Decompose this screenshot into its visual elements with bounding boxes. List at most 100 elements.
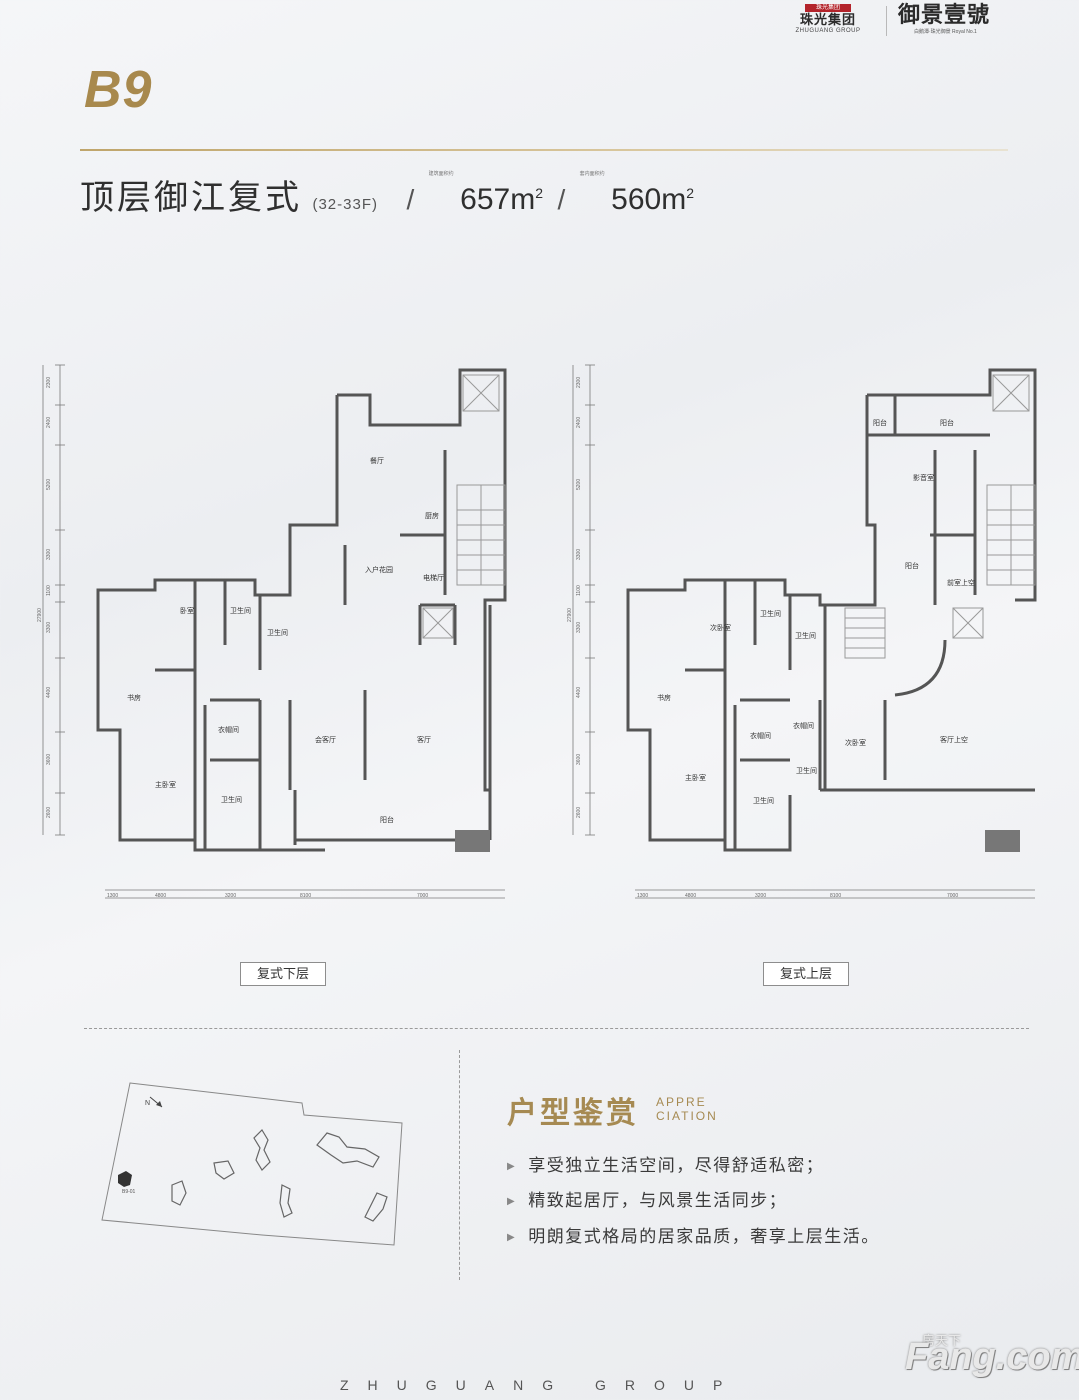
dim-left-3: 3300 (576, 549, 582, 560)
dim-left-4: 1100 (46, 585, 52, 596)
room-labels-lower: 餐厅 厨房 入户花园 电梯厅 卧室 卫生间 卫生间 书房 衣帽间 会客厅 客厅 … (127, 456, 444, 824)
dim-left-4: 1100 (576, 585, 582, 596)
unit-title-row: 顶层御江复式 (32-33F) / 建筑面积约 657m2 / 套内面积约 56… (80, 170, 694, 220)
dim-left-6: 4400 (46, 687, 52, 698)
room-7: 卫生间 (795, 631, 816, 640)
unit-code: B9 (84, 61, 153, 119)
bullet-triangle-icon: ▶ (507, 1161, 517, 1173)
site-map: N B9-01 (101, 1082, 403, 1246)
room-6: 卫生间 (760, 609, 781, 618)
title-rule (80, 149, 1008, 151)
stair-well (844, 607, 886, 659)
dim-bottom-1: 4800 (155, 893, 166, 899)
plan-label-lower: 复式下层 (240, 962, 326, 986)
balcony-column (455, 830, 490, 852)
dashed-divider-horizontal (84, 1028, 1029, 1029)
dim-bottom-1: 4800 (685, 893, 696, 899)
room-3: 电梯厅 (423, 573, 444, 582)
b9-highlight-marker (118, 1171, 132, 1187)
site-map-building-label: B9-01 (122, 1189, 136, 1195)
dimension-labels-left: 2300 2400 5200 3300 1100 3300 4400 3600 … (567, 377, 582, 818)
logo-divider (886, 6, 887, 36)
room-9: 会客厅 (315, 735, 336, 744)
developer-logo-mark: 珠光集团 (805, 4, 851, 12)
dimension-ticks-left (55, 364, 65, 836)
elevator-box-1 (992, 374, 1030, 412)
dimension-labels-bottom: 1300 4800 3200 8100 7000 (637, 893, 958, 899)
room-11: 主卧室 (155, 780, 176, 789)
dim-left-6: 4400 (576, 687, 582, 698)
floor-plan-lower: 2300 2400 5200 3300 1100 3300 4400 3600 … (37, 364, 507, 899)
bullet-triangle-icon: ▶ (507, 1196, 517, 1208)
dashed-divider-vertical (459, 1050, 460, 1280)
room-8: 衣帽间 (218, 725, 239, 734)
room-12: 客厅上空 (940, 735, 968, 744)
dim-bottom-4: 7000 (417, 893, 428, 899)
site-boundary (101, 1082, 403, 1246)
dimension-labels-left: 2300 2400 5200 3300 1100 3300 4400 3600 … (37, 377, 52, 818)
building-footprints (171, 1129, 388, 1222)
room-5: 卫生间 (230, 606, 251, 615)
footer-brand-text: ZHUGUANG GROUP (340, 1377, 742, 1393)
room-13: 阳台 (380, 815, 394, 824)
floor-plan-upper: 2300 2400 5200 3300 1100 3300 4400 3600 … (567, 364, 1037, 899)
room-7: 书房 (127, 693, 141, 702)
dim-left-3: 3300 (46, 549, 52, 560)
room-10: 客厅 (417, 735, 431, 744)
feature-item: ▶精致起居厅，与风景生活同步； (507, 1191, 788, 1210)
dim-left-5: 3300 (576, 622, 582, 633)
room-0: 阳台 (873, 418, 887, 427)
room-10: 衣帽间 (793, 721, 814, 730)
room-4: 卧室 (180, 606, 194, 615)
north-arrow-icon: N (145, 1096, 163, 1108)
room-5: 次卧室 (710, 623, 731, 632)
room-11: 次卧室 (845, 738, 866, 747)
stairs-upper (844, 374, 1036, 659)
project-logo-cn: 御景壹號 (898, 2, 991, 28)
room-12: 卫生间 (221, 795, 242, 804)
elevator-box-2 (422, 607, 454, 639)
dim-left-2: 5200 (576, 479, 582, 490)
area-gross: 657m2 (460, 183, 543, 216)
dim-bottom-0: 1300 (107, 893, 118, 899)
dim-left-0: 2300 (576, 377, 582, 388)
dim-bottom-3: 8100 (830, 893, 841, 899)
area-net: 560m2 (611, 183, 694, 216)
dim-bottom-0: 1300 (637, 893, 648, 899)
area-gross-caption: 建筑面积约 (428, 171, 454, 177)
room-0: 餐厅 (370, 456, 384, 465)
feature-item: ▶明朗复式格局的居家品质，奢享上层生活。 (507, 1227, 880, 1246)
dim-bottom-2: 3200 (755, 893, 766, 899)
developer-logo-en: ZHUGUANG GROUP (795, 28, 861, 34)
dim-bottom-4: 7000 (947, 893, 958, 899)
room-13: 卫生间 (796, 766, 817, 775)
dim-left-7: 3600 (46, 754, 52, 765)
developer-logo: 珠光集团 珠光集团 ZHUGUANG GROUP (782, 4, 874, 38)
walls-lower (96, 368, 507, 852)
room-1: 厨房 (425, 511, 439, 520)
dim-left-7: 3600 (576, 754, 582, 765)
room-labels-upper: 阳台 阳台 影音室 阳台 前室上空 次卧室 卫生间 卫生间 书房 衣帽间 衣帽间… (657, 418, 975, 805)
balcony-column (985, 830, 1020, 852)
room-4: 前室上空 (947, 578, 975, 587)
project-logo-sub: 白鹅潭·珠光御景 Royal No.1 (914, 29, 977, 35)
unit-name: 顶层御江复式 (80, 179, 302, 217)
dim-left-0: 2300 (46, 377, 52, 388)
watermark-cn: 房天下 (922, 1333, 962, 1348)
dim-bottom-2: 3200 (225, 893, 236, 899)
walls-upper (626, 368, 1037, 852)
room-9: 衣帽间 (750, 731, 771, 740)
room-14: 主卧室 (685, 773, 706, 782)
dim-bottom-3: 8100 (300, 893, 311, 899)
dim-left-total: 27900 (567, 608, 573, 622)
dim-left-5: 3300 (46, 622, 52, 633)
project-logo: 御景壹號 白鹅潭·珠光御景 Royal No.1 (898, 2, 1020, 40)
title-separator: / (406, 184, 415, 215)
room-15: 卫生间 (753, 796, 774, 805)
room-2: 入户花园 (365, 565, 393, 574)
bullet-triangle-icon: ▶ (507, 1232, 517, 1244)
watermark-logo: Fang.com (905, 1336, 1079, 1378)
appreciation-title-en: APPRE CIATION (656, 1095, 718, 1123)
title-separator: / (557, 184, 566, 215)
dim-left-1: 2400 (46, 417, 52, 428)
